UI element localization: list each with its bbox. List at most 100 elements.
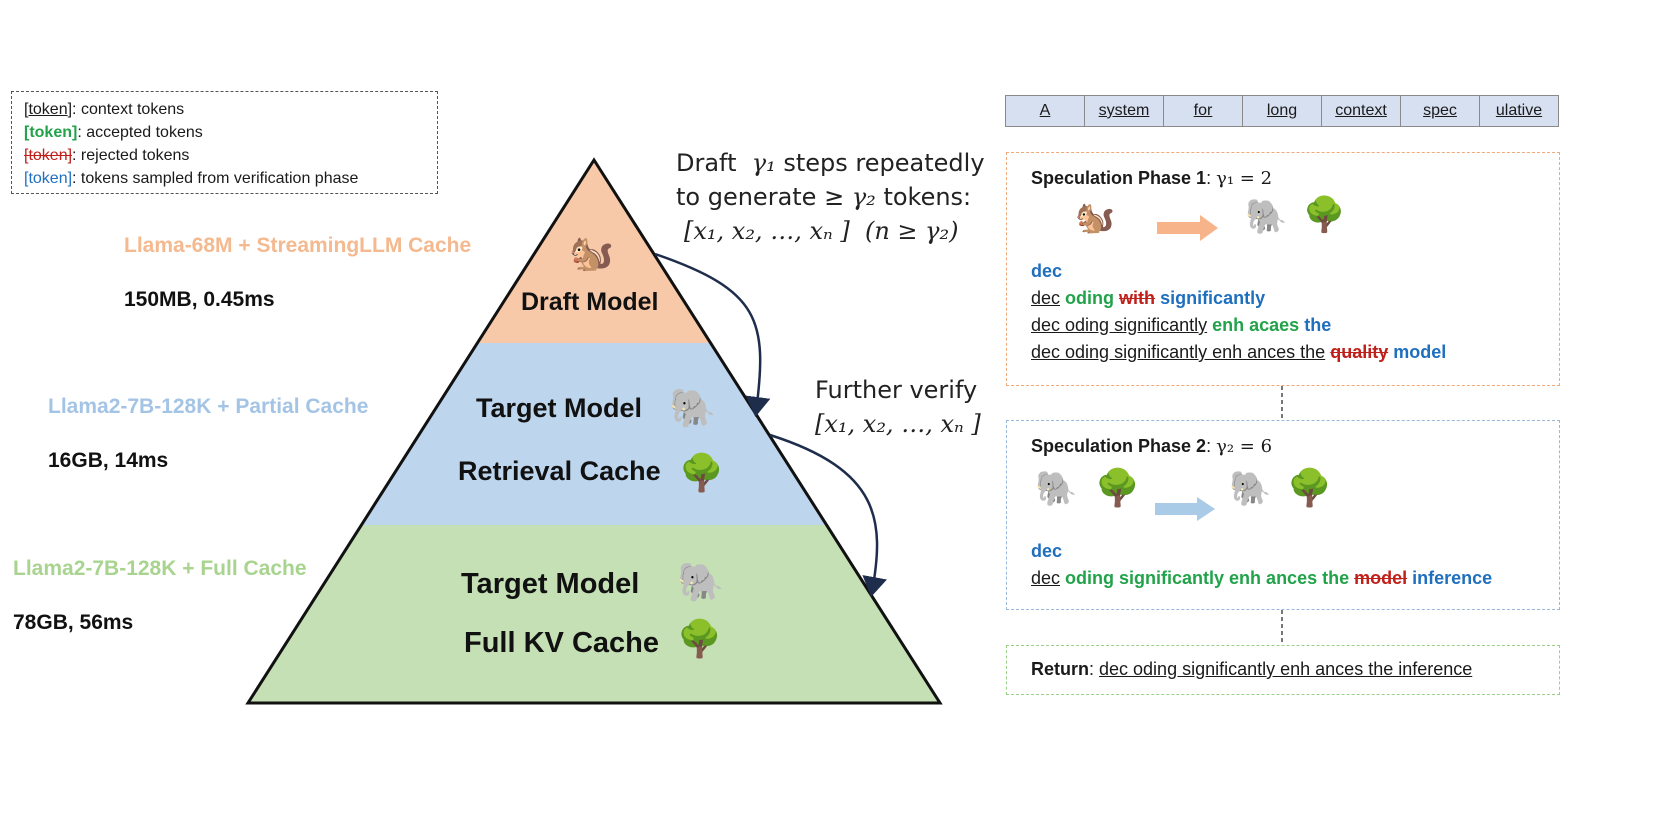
return-text: dec oding significantly enh ances the in… xyxy=(1099,659,1473,679)
legend-context-token: token xyxy=(28,101,68,118)
phase2-icon-row: 🐘 🌳 🐘 🌳 xyxy=(1031,460,1535,538)
token-span: the xyxy=(1304,315,1332,335)
draft-annot-line2: to generate ≥ xyxy=(676,183,845,211)
return-label: Return xyxy=(1031,659,1089,679)
gamma1-symbol: γ₁ xyxy=(751,149,776,177)
pyramid-middle-layer xyxy=(363,343,828,525)
token-span: model xyxy=(1354,568,1408,588)
token-span: oding xyxy=(1065,288,1115,308)
token-cell: A xyxy=(1005,95,1085,127)
tier-label-partial: Llama2-7B-128K + Partial Cache xyxy=(48,395,369,418)
draft-sequence: [x₁, x₂, …, xₙ ] xyxy=(684,217,850,245)
phase1-title: Speculation Phase 1 xyxy=(1031,168,1207,188)
legend-sampled-desc: : tokens sampled from verification phase xyxy=(72,170,359,187)
token-span: quality xyxy=(1330,342,1389,362)
token-cell: spec xyxy=(1400,95,1480,127)
phase1-line: dec oding with significantly xyxy=(1031,285,1535,312)
tree-icon: 🌳 xyxy=(1303,196,1346,234)
verify-sequence: [x₁, x₂, …, xₙ ] xyxy=(815,410,981,438)
phase2-line: dec oding significantly enh ances the mo… xyxy=(1031,565,1535,592)
tier-spec-partial: 16GB, 14ms xyxy=(48,449,169,472)
legend-accepted-desc: : accepted tokens xyxy=(77,124,203,141)
tree-icon: 🌳 xyxy=(679,452,724,493)
target-model-label-1: Target Model xyxy=(476,393,643,423)
phase2-title: Speculation Phase 2 xyxy=(1031,436,1207,456)
token-cell: ulative xyxy=(1479,95,1559,127)
pyramid-top-layer xyxy=(476,160,712,343)
token-cell: long xyxy=(1242,95,1322,127)
tier-label-full: Llama2-7B-128K + Full Cache xyxy=(13,557,307,580)
legend-accepted-token: [token] xyxy=(24,124,78,141)
legend-rejected-desc: : rejected tokens xyxy=(72,147,190,164)
token-span: dec xyxy=(1031,288,1061,308)
gamma2-symbol: γ₂ xyxy=(851,183,876,211)
token-span: dec oding significantly xyxy=(1031,315,1208,335)
token-span: oding significantly enh ances the xyxy=(1065,568,1350,588)
token-bar: A system for long context spec ulative xyxy=(1005,95,1559,127)
legend-context-desc: : context tokens xyxy=(72,101,185,118)
phase1-line: dec xyxy=(1031,258,1535,285)
elephant-icon: 🐘 xyxy=(1245,198,1288,236)
draft-annot-line2-post: tokens: xyxy=(883,183,972,211)
draft-annot-pre: Draft xyxy=(676,149,737,177)
draft-condition: (n ≥ γ₂) xyxy=(864,217,959,245)
forest-icon: 🌳 xyxy=(1287,467,1332,508)
target-to-full-curve xyxy=(769,433,887,597)
legend-box: [token]: context tokens [token]: accepte… xyxy=(11,91,438,194)
full-kv-cache-label: Full KV Cache xyxy=(464,627,659,659)
token-cell: system xyxy=(1084,95,1164,127)
elephant-icon: 🐘 xyxy=(669,388,717,430)
draft-annotation: Draft γ₁ steps repeatedly to generate ≥ … xyxy=(676,146,985,248)
pyramid-bottom-layer xyxy=(248,525,940,703)
forest-icon: 🌳 xyxy=(677,618,722,659)
elephant-icon: 🐘 xyxy=(1229,470,1272,508)
phase1-arrow-icon xyxy=(1157,215,1218,241)
tier-spec-full: 78GB, 56ms xyxy=(13,611,134,634)
elephant-icon: 🐘 xyxy=(677,562,725,604)
token-cell: context xyxy=(1321,95,1401,127)
token-span: significantly xyxy=(1160,288,1266,308)
legend-rejected: [token]: rejected tokens xyxy=(24,144,425,167)
token-span: enh acaes xyxy=(1212,315,1300,335)
pyramid-outline xyxy=(245,157,943,705)
draft-to-target-curve xyxy=(654,252,771,417)
token-span: dec xyxy=(1031,568,1061,588)
token-span: inference xyxy=(1412,568,1493,588)
legend-sampled-token: [token] xyxy=(24,170,73,187)
draft-annot-post: steps repeatedly xyxy=(783,149,985,177)
elephant-icon: 🐘 xyxy=(1035,470,1078,508)
token-span: dec xyxy=(1031,261,1063,281)
retrieval-cache-label: Retrieval Cache xyxy=(458,456,661,486)
legend-rejected-token: [token] xyxy=(24,147,73,164)
return-box: Return: dec oding significantly enh ance… xyxy=(1006,645,1560,695)
tree-icon: 🌳 xyxy=(1095,467,1140,508)
tier-label-draft: Llama-68M + StreamingLLM Cache xyxy=(124,234,472,257)
target-model-label-2: Target Model xyxy=(461,568,640,600)
squirrel-icon: 🐿️ xyxy=(569,232,614,273)
verify-annot-line1: Further verify xyxy=(815,376,978,404)
token-span: dec oding significantly enh ances the xyxy=(1031,342,1326,362)
phase2-param: γ₂ = 6 xyxy=(1216,436,1273,457)
token-cell: for xyxy=(1163,95,1243,127)
draft-model-label: Draft Model xyxy=(521,288,659,316)
tier-spec-draft: 150MB, 0.45ms xyxy=(124,288,275,311)
phase1-param: γ₁ = 2 xyxy=(1216,168,1273,189)
phase1-line: dec oding significantly enh ances the qu… xyxy=(1031,339,1535,366)
phase1-line: dec oding significantly enh acaes the xyxy=(1031,312,1535,339)
legend-accepted: [token]: accepted tokens xyxy=(24,121,425,144)
squirrel-icon: 🐿️ xyxy=(1075,199,1115,235)
token-span: with xyxy=(1119,288,1156,308)
verify-annotation: Further verify [x₁, x₂, …, xₙ ] xyxy=(815,373,981,441)
legend-sampled: [token]: tokens sampled from verificatio… xyxy=(24,167,425,190)
phase2-line: dec xyxy=(1031,538,1535,565)
phase2-arrow-icon xyxy=(1155,497,1215,521)
token-span: model xyxy=(1393,342,1447,362)
token-span: dec xyxy=(1031,541,1063,561)
phase1-icon-row: 🐿️ 🐘 🌳 xyxy=(1031,192,1535,258)
legend-context: [token]: context tokens xyxy=(24,101,185,118)
